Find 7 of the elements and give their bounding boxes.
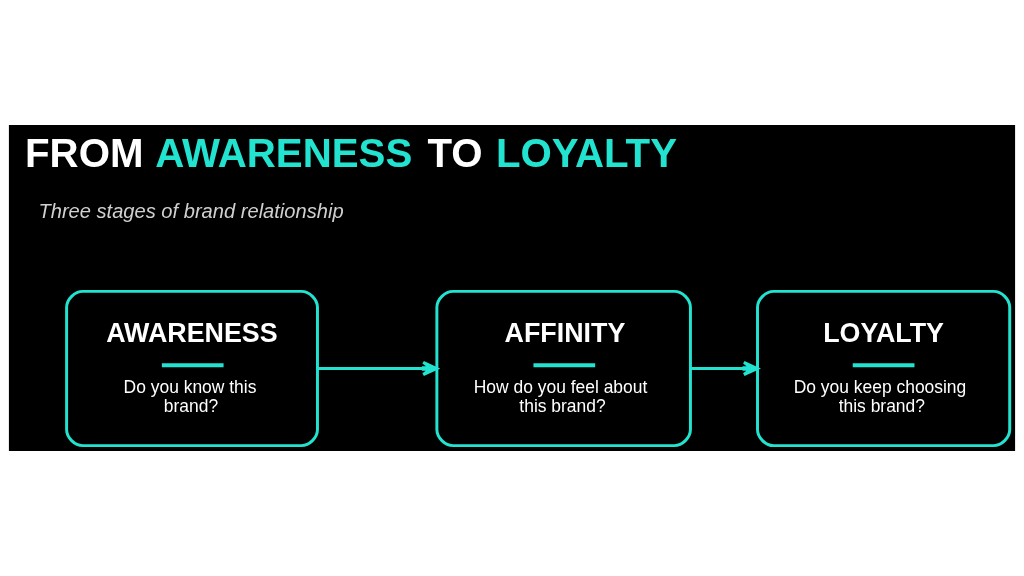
diagram-title: FROM AWARENESS TO LOYALTY — [25, 130, 677, 176]
arrow — [690, 361, 759, 376]
label: Three stages of brand relationship — [38, 199, 344, 222]
arrow — [317, 361, 439, 376]
node-box: AWARENESS Do you know this brand? — [65, 289, 319, 448]
node-box: AFFINITY How do you feel about this brand? — [435, 289, 692, 448]
node-box: LOYALTY Do you keep choosing this brand? — [756, 289, 1012, 448]
